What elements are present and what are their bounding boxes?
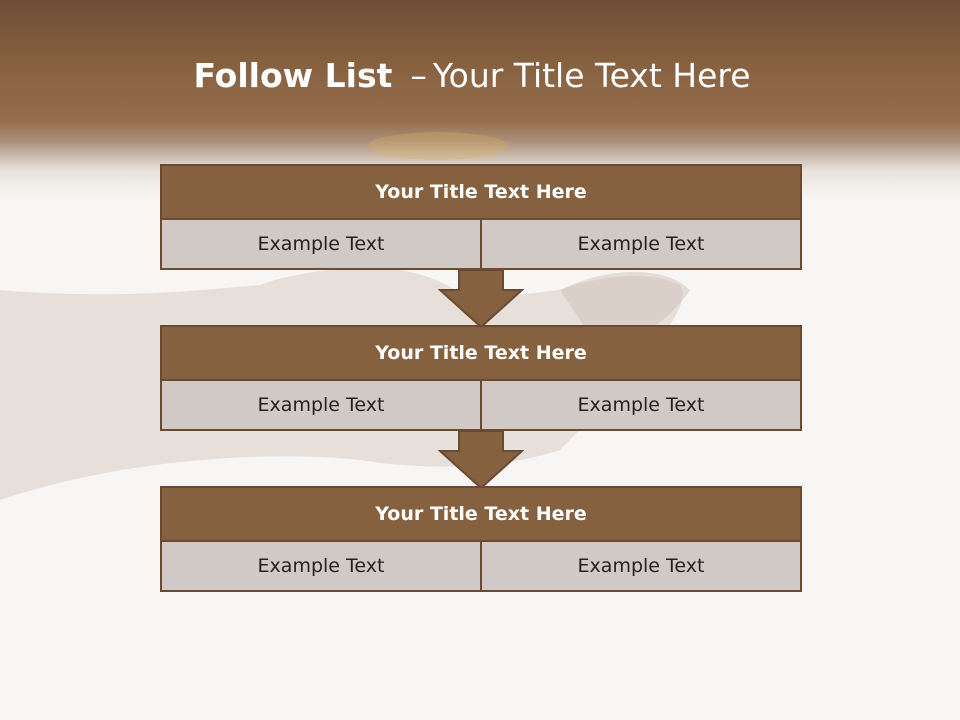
block-heading: Your Title Text Here bbox=[160, 486, 802, 542]
block-cell-right: Example Text bbox=[480, 381, 800, 429]
title-rest: Your Title Text Here bbox=[432, 56, 751, 95]
title-dash: – bbox=[410, 56, 427, 95]
list-block-3: Your Title Text Here Example Text Exampl… bbox=[160, 486, 802, 592]
list-block-1: Your Title Text Here Example Text Exampl… bbox=[160, 164, 802, 270]
block-cell-right: Example Text bbox=[480, 220, 800, 268]
block-row: Example Text Example Text bbox=[160, 381, 802, 431]
block-heading: Your Title Text Here bbox=[160, 164, 802, 220]
block-row: Example Text Example Text bbox=[160, 542, 802, 592]
block-heading: Your Title Text Here bbox=[160, 325, 802, 381]
down-arrow-icon bbox=[438, 431, 524, 489]
block-cell-left: Example Text bbox=[162, 381, 480, 429]
block-cell-left: Example Text bbox=[162, 542, 480, 590]
list-block-2: Your Title Text Here Example Text Exampl… bbox=[160, 325, 802, 431]
block-cell-left: Example Text bbox=[162, 220, 480, 268]
block-row: Example Text Example Text bbox=[160, 220, 802, 270]
page-title: Follow List–Your Title Text Here bbox=[0, 56, 944, 96]
down-arrow-icon bbox=[438, 270, 524, 328]
title-bold: Follow List bbox=[193, 56, 393, 95]
block-cell-right: Example Text bbox=[480, 542, 800, 590]
